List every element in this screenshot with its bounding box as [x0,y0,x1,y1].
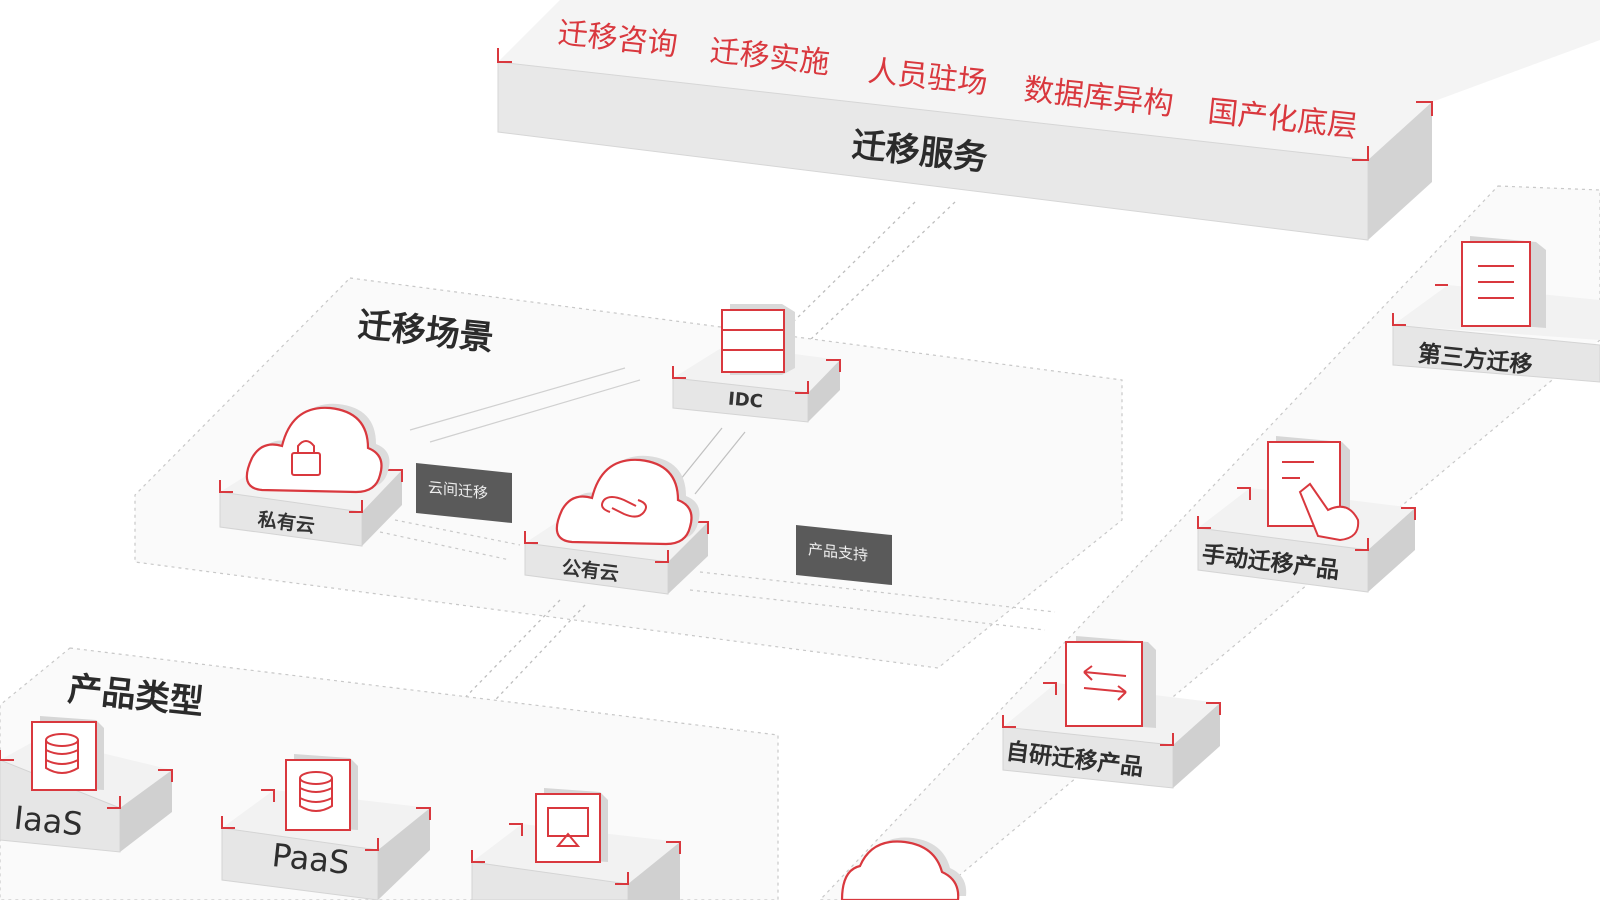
transfer-arrows-icon [1065,636,1156,728]
private-cloud-box [219,403,403,547]
connector-line [429,379,641,443]
iaas-box [0,716,173,853]
saas-box [471,788,681,900]
hand-pointer-icon [1267,436,1360,542]
public-cloud-box [524,455,709,595]
cloud-icon-partial [840,837,967,900]
self-developed-box [1002,636,1221,789]
lock-cloud-icon [245,403,390,494]
connector-line [809,201,956,341]
paas-box [221,754,431,900]
connector-line [394,519,521,546]
service-slab [497,0,1600,241]
link-cloud-icon [555,455,700,546]
iaas-label: IaaS [12,798,85,844]
screen-cast-icon [535,788,608,863]
connector-line [409,367,626,431]
document-icon [1461,236,1546,328]
third-party-box [1392,236,1600,383]
server-icon [721,304,795,375]
paas-label: PaaS [270,836,352,882]
database-icon [285,754,358,831]
manual-migration-box [1197,436,1416,593]
database-icon [31,716,104,791]
connector-line [694,431,746,495]
cloud-migration-tag: 云间迁移 [416,462,512,524]
connector-line [789,201,916,326]
connector-line [379,531,511,561]
product-support-tag: 产品支持 [796,524,892,586]
idc-label: IDC [727,388,764,413]
idc-box [672,304,841,423]
